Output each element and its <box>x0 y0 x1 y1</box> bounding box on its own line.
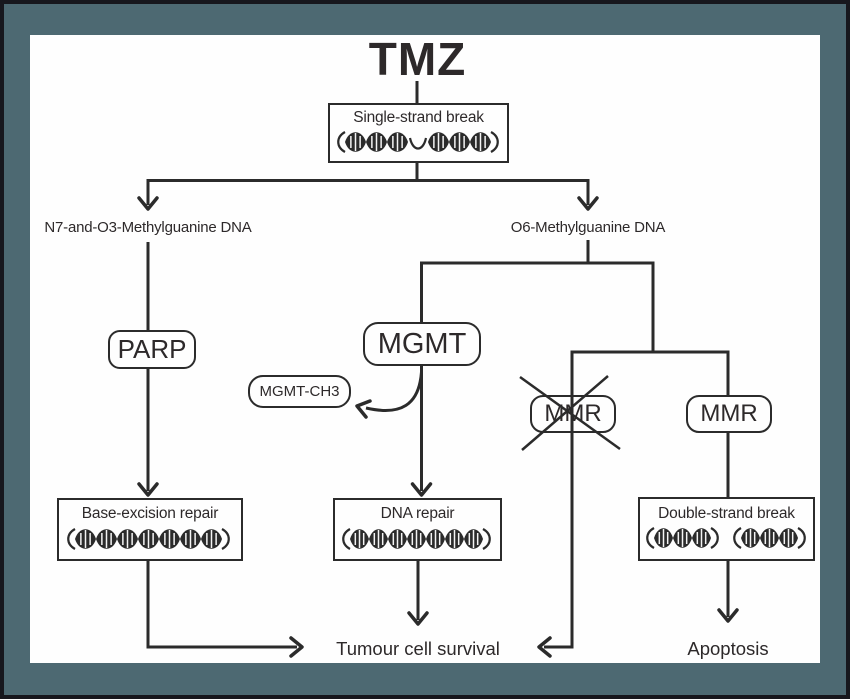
mgmt-label: MGMT <box>377 327 467 360</box>
parp-label: PARP <box>117 334 187 364</box>
double-strand-break-label: Double-strand break <box>658 504 795 522</box>
mmr-label: MMR <box>700 400 758 427</box>
connectors <box>146 81 730 649</box>
dna-helix-icon <box>67 527 230 550</box>
arrowhead-down-survival <box>407 611 429 626</box>
arrowhead-down-dnarepair <box>410 482 433 497</box>
double-strand-break-box: Double-strand break <box>638 497 815 561</box>
dna-repair-label: DNA repair <box>380 505 455 523</box>
n7-methylguanine-label: N7-and-O3-Methylguanine DNA <box>44 219 252 236</box>
mgmt-ch3-label: MGMT-CH3 <box>259 383 340 400</box>
dna-helix-break-icon <box>336 131 499 154</box>
diagram-title: TMZ <box>368 33 467 85</box>
arrowhead-down-apoptosis <box>717 608 739 623</box>
dna-helix-icon <box>341 527 491 550</box>
mmr-cross-line-2 <box>521 375 609 451</box>
dna-helix-double-break-icon <box>645 527 806 550</box>
mmr-cross-line-1 <box>519 375 621 451</box>
mgmt-ch3-pill: MGMT-CH3 <box>248 375 351 408</box>
overlay-connectors <box>519 352 621 658</box>
mgmt-pill: MGMT <box>363 322 481 366</box>
o6-methylguanine-label: O6-Methylguanine DNA <box>510 219 666 236</box>
arrowhead-down-ber <box>137 482 159 497</box>
arrowhead-down-o6 <box>577 196 599 211</box>
base-excision-repair-label: Base-excision repair <box>81 505 219 523</box>
dna-repair-box: DNA repair <box>333 498 502 561</box>
edge-mmr-inactive-survival <box>544 352 574 649</box>
arrowhead-right-survival <box>289 636 304 658</box>
tumour-cell-survival-label: Tumour cell survival <box>336 638 500 659</box>
edge-mgmt-mgmtch3-curve <box>365 371 423 412</box>
edge-ber-survival <box>146 561 297 649</box>
arrowhead-down-n7 <box>137 196 159 211</box>
single-strand-break-label: Single-strand break <box>353 108 484 126</box>
arrowheads <box>137 196 739 658</box>
arrowhead-left-survival <box>537 636 552 658</box>
parp-pill: PARP <box>108 330 196 369</box>
base-excision-repair-box: Base-excision repair <box>57 498 243 561</box>
apoptosis-label: Apoptosis <box>687 638 769 659</box>
mmr-pill: MMR <box>686 395 772 433</box>
single-strand-break-box: Single-strand break <box>328 103 509 163</box>
arrowhead-mgmtch3 <box>355 399 372 419</box>
